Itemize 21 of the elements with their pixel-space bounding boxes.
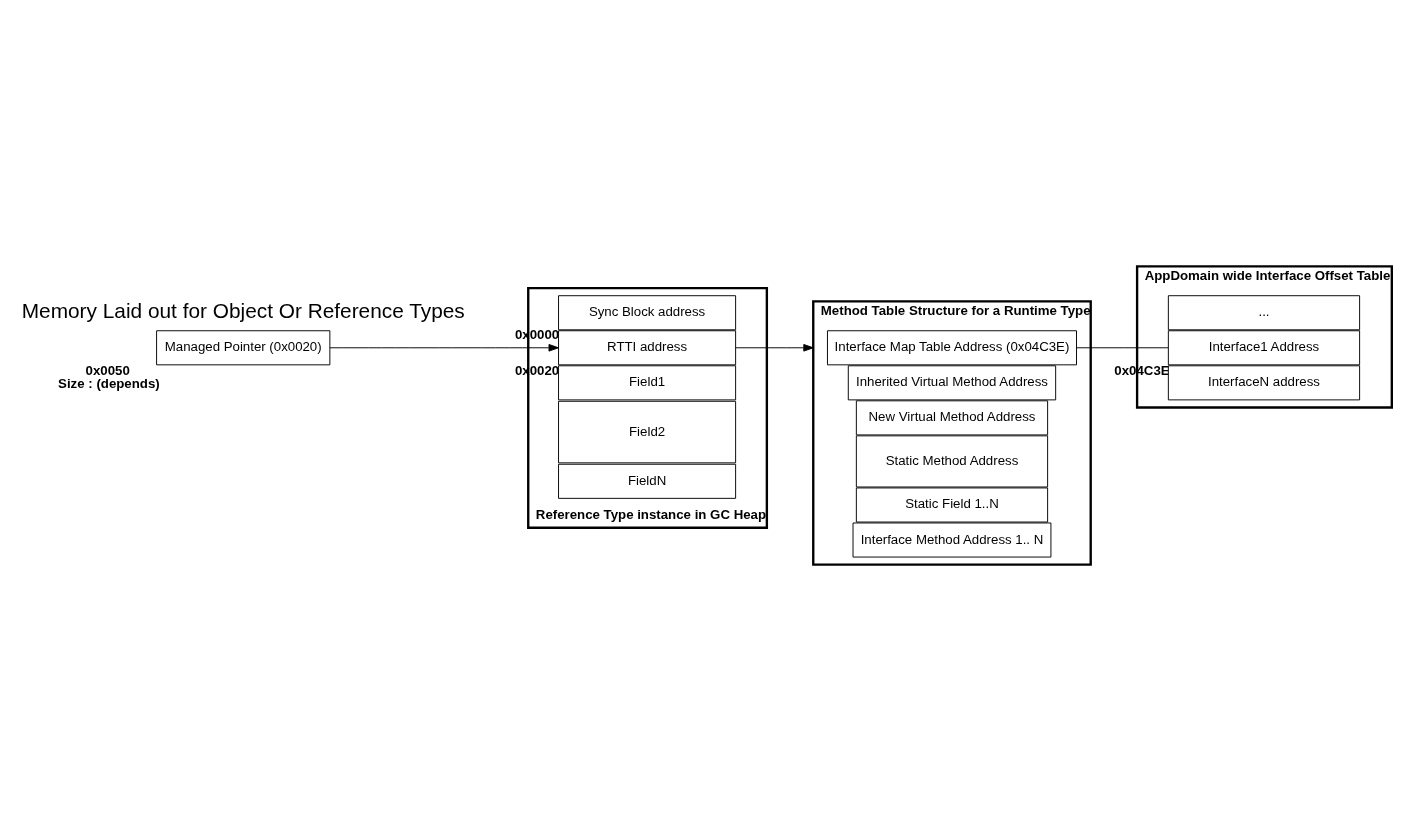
node-box: Interface Method Address 1.. N xyxy=(852,522,1052,558)
node-label: Size : (depends) xyxy=(58,375,160,391)
node-box: InterfaceN address xyxy=(1167,364,1361,400)
label: Memory Laid out for Object Or Reference Types xyxy=(21,298,465,322)
node-box: Inherited Virtual Method Address xyxy=(847,364,1057,400)
arrow xyxy=(735,343,814,352)
node-box: FieldN xyxy=(558,463,737,499)
node-box: Static Field 1..N xyxy=(855,486,1049,522)
node-box: Sync Block address xyxy=(558,294,737,330)
node-box: Field2 xyxy=(558,400,737,463)
node-box: New Virtual Method Address xyxy=(855,399,1049,435)
node-box: RTTI address xyxy=(558,329,737,365)
node-box: Interface Map Table Address (0x04C3E) xyxy=(827,329,1077,365)
node-box: Interface1 Address xyxy=(1167,329,1361,365)
node-box: ... xyxy=(1167,294,1361,330)
node-box: Managed Pointer (0x0020) xyxy=(156,329,331,365)
node-box: Static Method Address xyxy=(855,434,1049,487)
connector xyxy=(1076,346,1169,348)
arrow xyxy=(329,343,559,352)
node-label: 0x0050 xyxy=(85,362,130,377)
node-box: Field1 xyxy=(558,364,737,400)
